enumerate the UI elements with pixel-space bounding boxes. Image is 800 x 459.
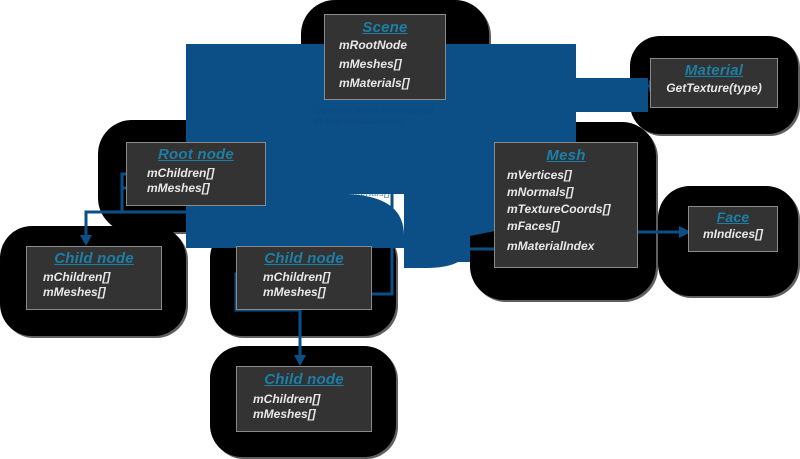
node-scene-title: Scene: [362, 19, 408, 36]
node-mesh-field-4: mMaterialIndex: [507, 239, 595, 253]
watermark-line3: Scene.mMaterials[]: [308, 188, 391, 198]
node-face[interactable]: Face mIndices[]: [688, 206, 778, 252]
node-childnode-left-field-0: mChildren[]: [43, 270, 111, 284]
node-scene-field-1: mMeshes[]: [339, 57, 402, 71]
node-scene-field-0: mRootNode: [339, 38, 407, 52]
arrowhead-child-left: [80, 235, 92, 246]
node-childnode-bottom-field-0: mChildren[]: [253, 392, 321, 406]
node-childnode-left-field-1: mMeshes[]: [43, 285, 106, 299]
arrowhead-child-mid: [294, 235, 306, 246]
annotation-material-index-line2: in Scene.mMaterials[]: [314, 116, 407, 126]
node-childnode-bottom-title: Child node: [264, 371, 344, 388]
watermark-line2: to a: [308, 178, 325, 188]
connector-root-child-mid: [122, 210, 302, 242]
arrowhead-rootnode: [189, 131, 201, 142]
connector-scene-rootnode: [193, 45, 337, 138]
node-rootnode-title: Root node: [158, 146, 234, 163]
node-childnode-mid-field-0: mChildren[]: [263, 270, 331, 284]
watermark-line1: Contains: [308, 168, 347, 178]
node-childnode-mid[interactable]: Child node mChildren[] mMeshes[]: [236, 246, 372, 310]
node-childnode-left-title: Child node: [54, 250, 134, 267]
node-scene[interactable]: Scene mRootNode mMeshes[] mMaterials[]: [324, 14, 446, 100]
node-mesh-field-2: mTextureCoords[]: [507, 202, 611, 216]
node-mesh-field-0: mVertices[]: [507, 168, 572, 182]
node-childnode-bottom-field-1: mMeshes[]: [253, 407, 316, 421]
node-mesh-field-3: mFaces[]: [507, 219, 560, 233]
node-mesh-field-1: mNormals[]: [507, 185, 574, 199]
arrowhead-child-bottom: [294, 355, 306, 366]
node-childnode-mid-field-1: mMeshes[]: [263, 285, 326, 299]
node-material-title: Material: [684, 62, 744, 79]
node-mesh[interactable]: Mesh mVertices[] mNormals[] mTextureCoor…: [494, 142, 638, 268]
node-childnode-bottom[interactable]: Child node mChildren[] mMeshes[]: [236, 366, 372, 432]
annotation-material-index-line1: Contains index to a material: [314, 106, 435, 116]
watermark-text: Contains to a Scene.mMaterials[]: [308, 168, 390, 198]
node-rootnode[interactable]: Root node mChildren[] mMeshes[]: [126, 142, 266, 206]
annotation-material-index: Contains index to a material in Scene.mM…: [314, 106, 434, 126]
node-mesh-title: Mesh: [546, 147, 586, 164]
node-material-field-0: GetTexture(type): [666, 81, 762, 95]
arrowhead-face: [679, 226, 691, 238]
node-rootnode-field-1: mMeshes[]: [147, 181, 210, 195]
arrowhead-mesh: [552, 131, 564, 142]
node-face-title: Face: [716, 209, 750, 225]
node-face-field-0: mIndices[]: [702, 227, 763, 241]
node-childnode-left[interactable]: Child node mChildren[] mMeshes[]: [26, 246, 162, 310]
node-material[interactable]: Material GetTexture(type): [650, 58, 778, 108]
node-scene-field-2: mMaterials[]: [339, 76, 410, 90]
node-rootnode-field-0: mChildren[]: [147, 166, 215, 180]
node-childnode-mid-title: Child node: [264, 250, 344, 267]
